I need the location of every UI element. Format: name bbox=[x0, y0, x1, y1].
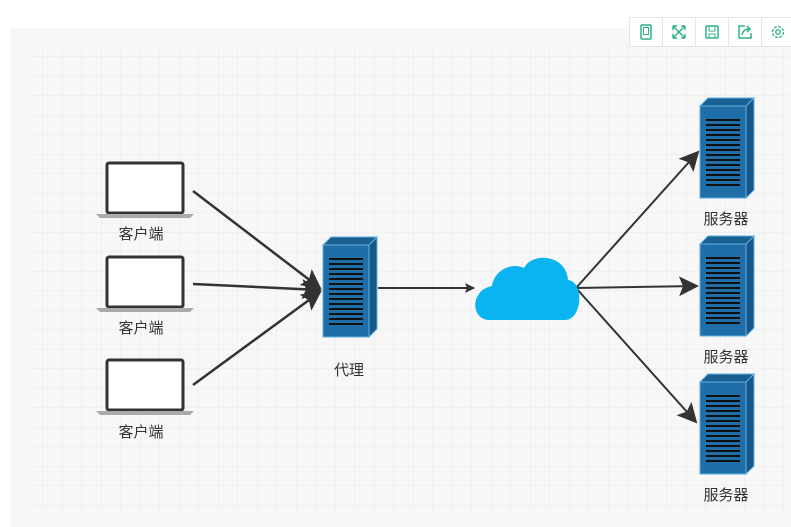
fullscreen-button[interactable] bbox=[663, 18, 696, 46]
laptop-icon bbox=[94, 358, 196, 417]
arrow-client1-proxy bbox=[192, 190, 322, 290]
server-label: 服务器 bbox=[703, 348, 748, 366]
arrow-cloud-server2 bbox=[575, 276, 699, 297]
save-button[interactable] bbox=[696, 18, 729, 46]
save-icon bbox=[705, 25, 719, 39]
arrow-client2-proxy bbox=[192, 279, 322, 300]
client-label: 客户端 bbox=[118, 423, 163, 441]
server-icon bbox=[699, 235, 755, 337]
settings-button[interactable] bbox=[762, 18, 791, 46]
laptop-icon bbox=[94, 255, 196, 314]
tablet-icon bbox=[640, 24, 652, 40]
arrow-client3-proxy bbox=[192, 290, 322, 387]
server-label: 服务器 bbox=[703, 486, 748, 504]
fullscreen-icon bbox=[672, 25, 686, 39]
arrow-cloud-server1 bbox=[575, 150, 700, 289]
server-icon bbox=[699, 373, 755, 475]
share-icon bbox=[738, 25, 752, 39]
diagram-toolbar bbox=[629, 17, 791, 47]
client-label: 客户端 bbox=[118, 225, 163, 243]
tablet-view-button[interactable] bbox=[630, 18, 663, 46]
client-label: 客户端 bbox=[118, 319, 163, 337]
server-icon bbox=[699, 97, 755, 199]
proxy-label: 代理 bbox=[334, 361, 364, 379]
share-button[interactable] bbox=[729, 18, 762, 46]
proxy-server-icon bbox=[322, 236, 378, 338]
cloud-icon bbox=[475, 257, 580, 320]
settings-icon bbox=[771, 25, 785, 39]
laptop-icon bbox=[94, 161, 196, 220]
connectors bbox=[192, 150, 700, 424]
arrow-cloud-server3 bbox=[575, 287, 698, 424]
server-label: 服务器 bbox=[703, 210, 748, 228]
